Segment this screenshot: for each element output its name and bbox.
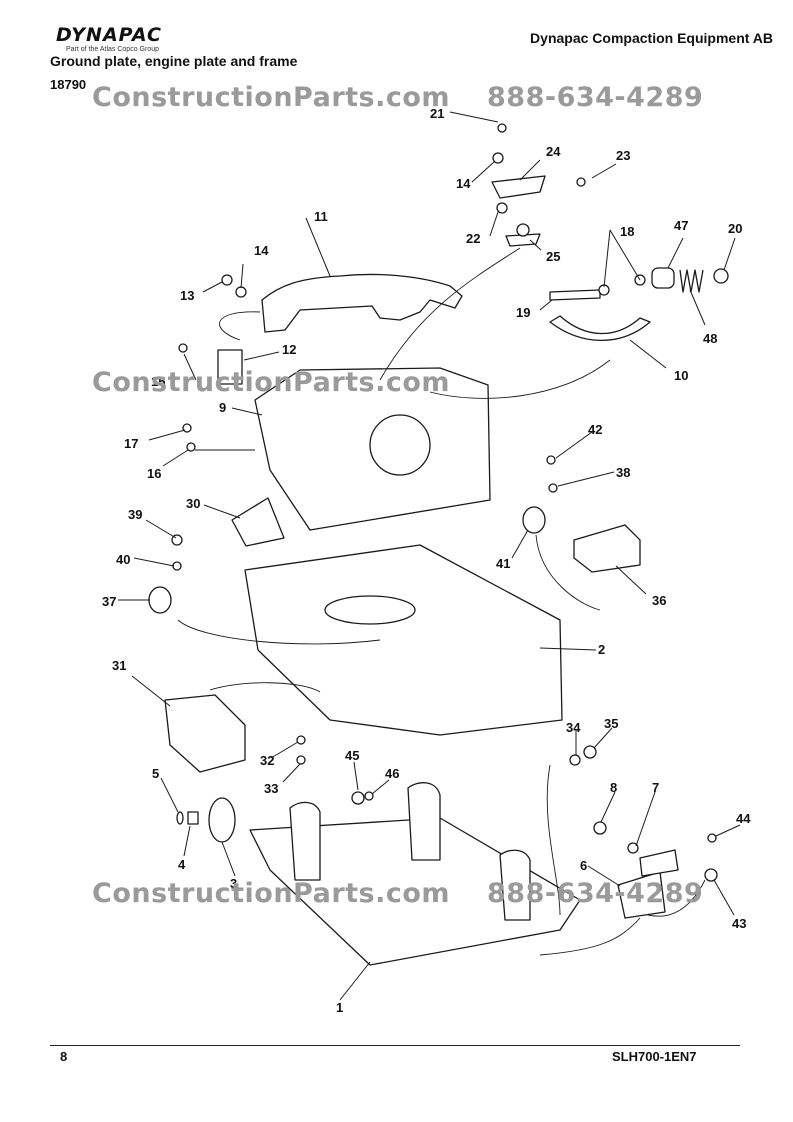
- callout: 16: [147, 466, 161, 481]
- callout: 8: [610, 780, 617, 795]
- callout: 1: [336, 1000, 343, 1015]
- callout: 25: [546, 249, 560, 264]
- callout: 39: [128, 507, 142, 522]
- callout: 15: [151, 374, 165, 389]
- callout: 36: [652, 593, 666, 608]
- callout: 43: [732, 916, 746, 931]
- part-bracket-6: [617, 871, 666, 919]
- callout: 12: [282, 342, 296, 357]
- watermark-phone: 888-634-4289: [487, 82, 704, 113]
- callout: 3: [230, 876, 237, 891]
- part-isolator-41: [522, 506, 546, 534]
- callout: 33: [264, 781, 278, 796]
- part-spring-48: [679, 269, 704, 293]
- part-nut-20: [713, 268, 729, 284]
- part-frame-hole: [324, 595, 416, 625]
- callout: 21: [430, 106, 444, 121]
- callout: 17: [124, 436, 138, 451]
- callout: 37: [102, 594, 116, 609]
- callout: 47: [674, 218, 688, 233]
- part-strap-10: [549, 315, 651, 341]
- part-engine-cover: [261, 273, 463, 333]
- callout: 14: [456, 176, 471, 191]
- brand-tagline: Part of the Atlas Copco Group: [66, 46, 159, 53]
- part-isolator-37: [148, 586, 172, 614]
- figure-number: 18790: [50, 77, 87, 92]
- part-bracket-36: [573, 524, 641, 573]
- callout: 19: [516, 305, 530, 320]
- callout: 2: [598, 642, 605, 657]
- callout-labels: 1 2 3 4 5 6 7 8 9 10 11 12 13 14 14 15 1…: [102, 106, 751, 1015]
- callout: 18: [620, 224, 634, 239]
- callout: 5: [152, 766, 159, 781]
- part-bolt-19: [549, 289, 601, 301]
- callout: 14: [254, 243, 269, 258]
- brand-logo: DYNAPAC Part of the Atlas Copco Group: [56, 26, 162, 54]
- part-bracket-12: [217, 349, 243, 385]
- brand-name: DYNAPAC: [56, 24, 162, 46]
- callout: 9: [219, 400, 226, 415]
- callout: 30: [186, 496, 200, 511]
- document-number: SLH700-1EN7: [612, 1049, 697, 1064]
- callout: 42: [588, 422, 602, 437]
- callout: 32: [260, 753, 274, 768]
- callout: 13: [180, 288, 194, 303]
- watermark-phone: 888-634-4289: [487, 878, 704, 909]
- callout: 40: [116, 552, 130, 567]
- part-sleeve-47: [651, 267, 675, 289]
- callout: 41: [496, 556, 510, 571]
- callout: 20: [728, 221, 742, 236]
- company-name: Dynapac Compaction Equipment AB: [530, 30, 773, 46]
- watermark-site: ConstructionParts.com: [92, 82, 451, 113]
- callout: 11: [314, 209, 328, 224]
- callout: 45: [345, 748, 359, 763]
- callout: 4: [178, 857, 186, 872]
- part-main-frame: [244, 544, 563, 736]
- part-disc-3: [208, 797, 236, 843]
- callout: 6: [580, 858, 587, 873]
- watermark-site: ConstructionParts.com: [92, 878, 451, 909]
- part-washer-5: [176, 811, 184, 825]
- callout: 10: [674, 368, 688, 383]
- callout: 23: [616, 148, 630, 163]
- callout: 31: [112, 658, 126, 673]
- page-number: 8: [60, 1049, 68, 1064]
- callout: 46: [385, 766, 399, 781]
- callout: 44: [736, 811, 751, 826]
- page-title: Ground plate, engine plate and frame: [50, 53, 298, 69]
- callout: 22: [466, 231, 480, 246]
- part-plate-30: [231, 497, 285, 547]
- callout: 7: [652, 780, 659, 795]
- part-bracket-7: [639, 849, 679, 877]
- callout: 24: [546, 144, 561, 159]
- watermark-site: ConstructionParts.com: [92, 367, 451, 398]
- callout: 48: [703, 331, 717, 346]
- callout: 35: [604, 716, 618, 731]
- part-guard-31: [164, 694, 246, 773]
- footer-rule: [50, 1045, 740, 1046]
- part-mount-25: [505, 233, 541, 247]
- part-mount-24: [491, 175, 546, 199]
- callout: 34: [566, 720, 581, 735]
- part-nut-4: [187, 811, 199, 825]
- part-frame-opening: [369, 414, 431, 476]
- callout: 38: [616, 465, 630, 480]
